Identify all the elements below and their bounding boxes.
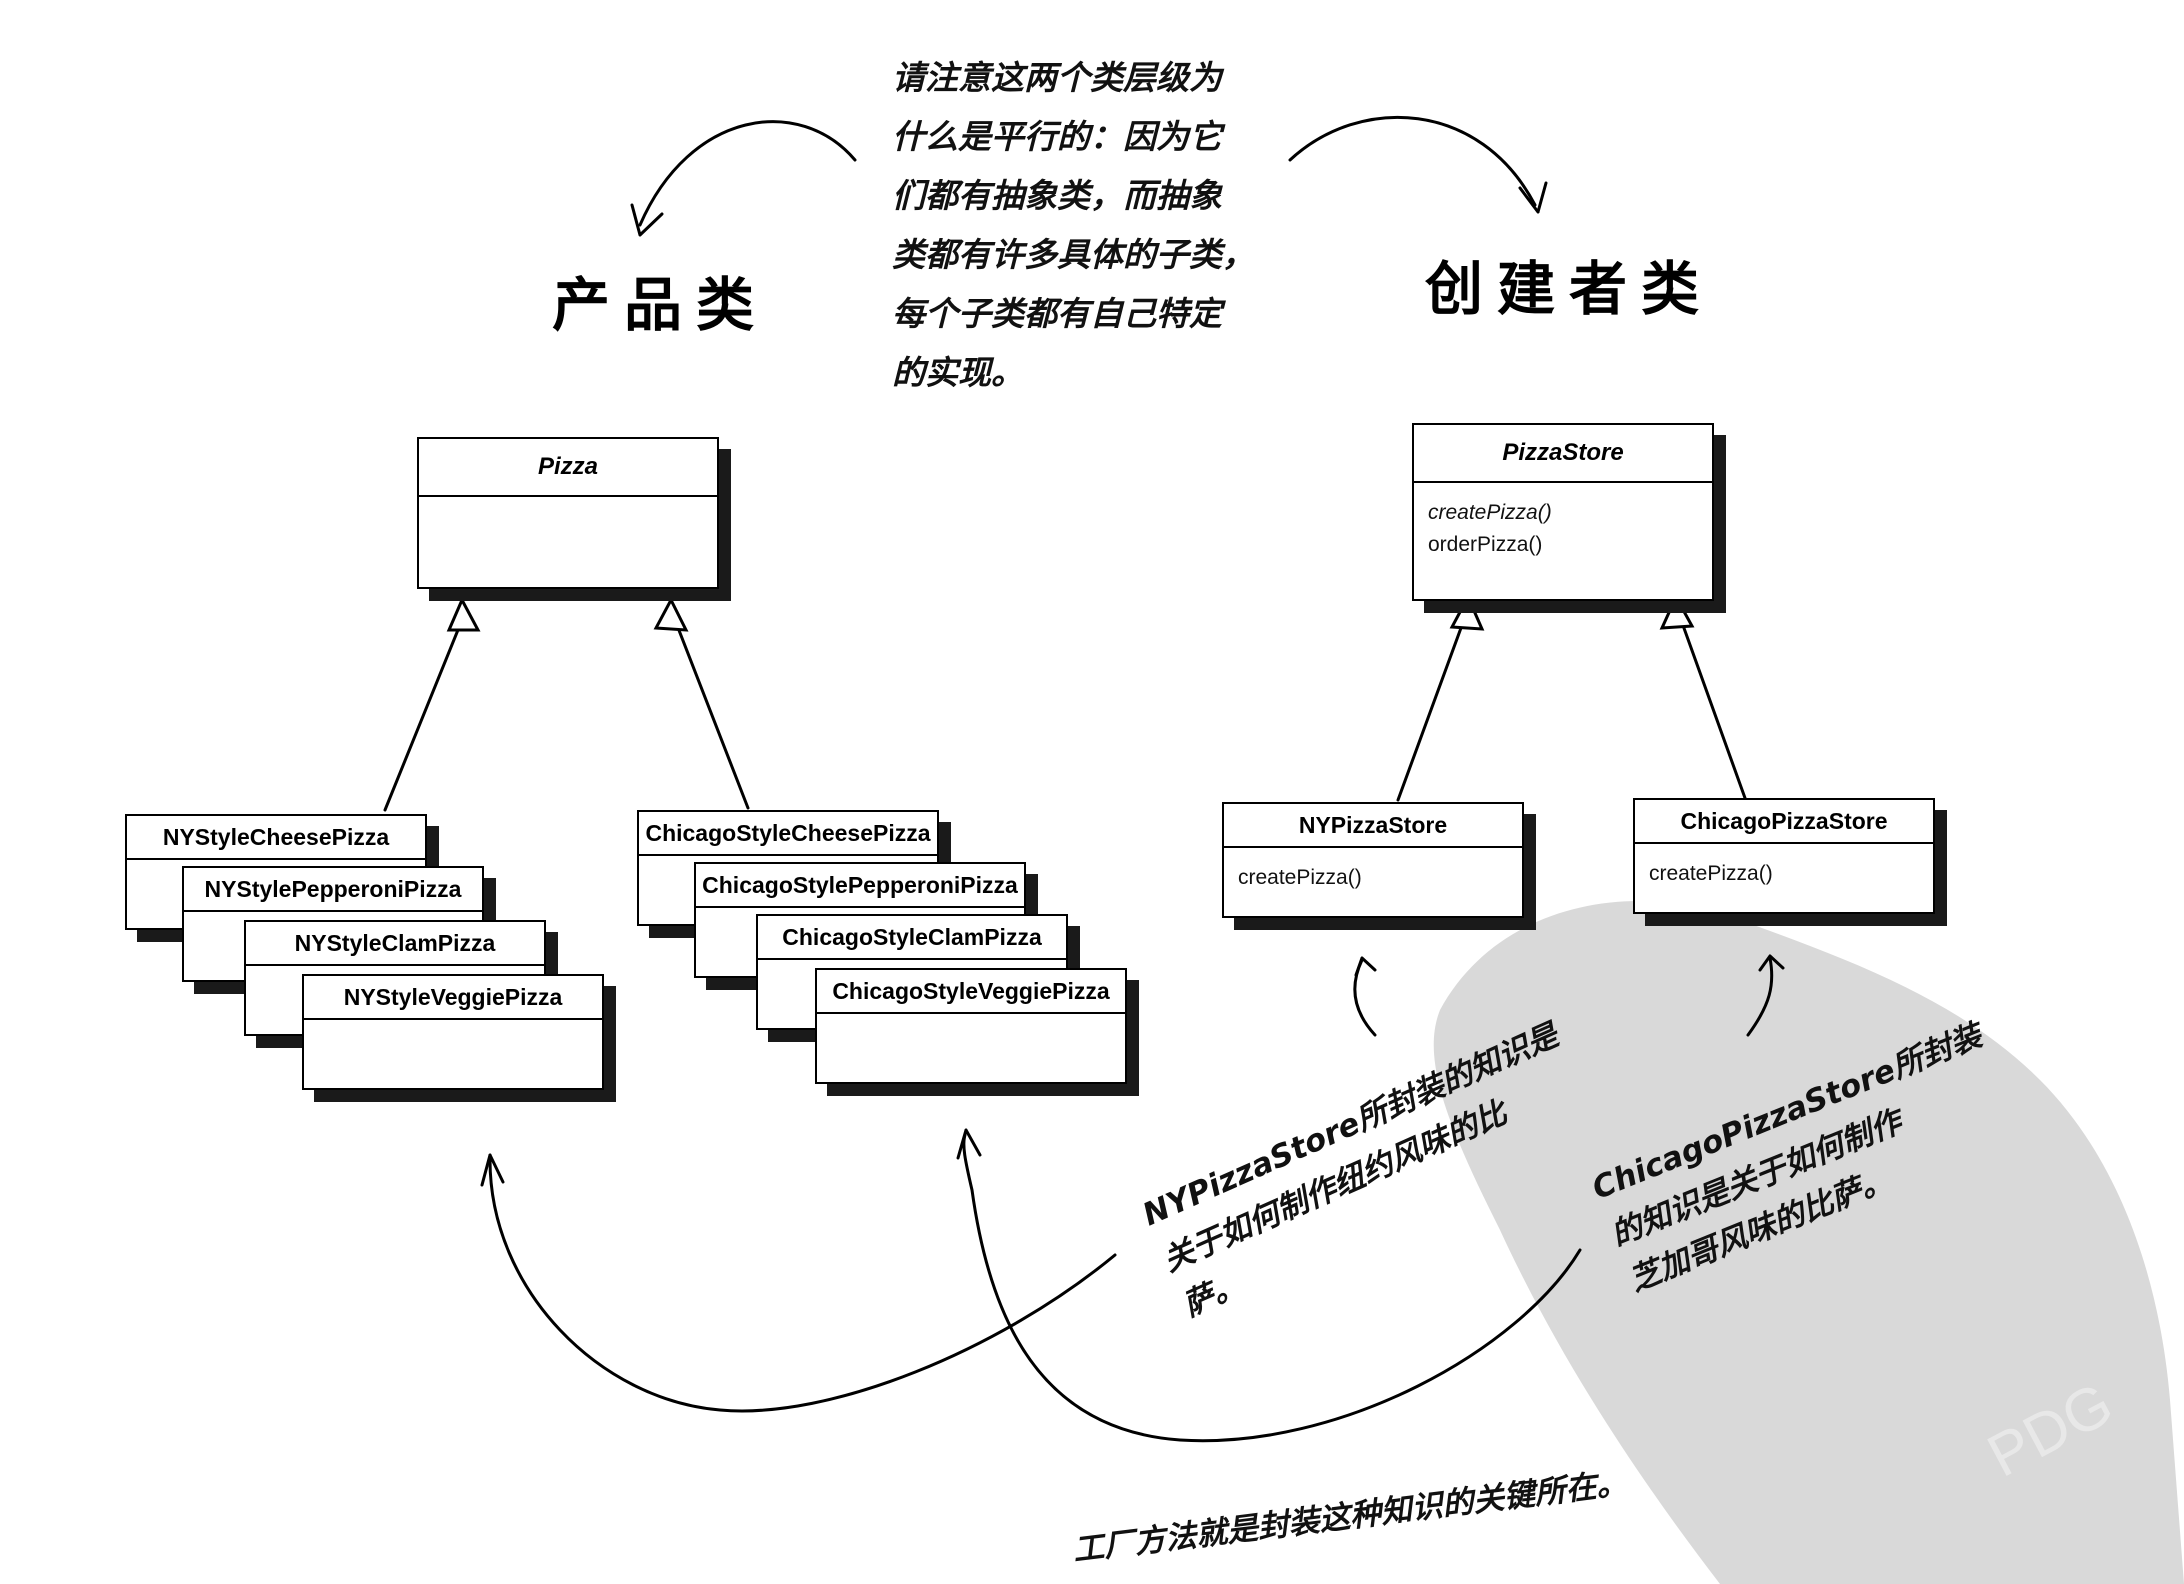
class-name: ChicagoStylePepperoniPizza	[696, 864, 1024, 908]
curl-arrow-left	[638, 120, 857, 227]
gen-arrowhead-ny-store	[1449, 593, 1485, 631]
class-name: NYStylePepperoniPizza	[184, 868, 482, 912]
class-name: NYStyleCheesePizza	[127, 816, 425, 860]
class-name: NYStyleVeggiePizza	[304, 976, 602, 1020]
pizzastore-methods: createPizza() orderPizza()	[1414, 483, 1712, 575]
curl-arrow-left-head	[630, 203, 664, 237]
class-name: ChicagoStyleVeggiePizza	[817, 970, 1125, 1014]
uml-class-chicagopizzastore: ChicagoPizzaStore createPizza()	[1633, 798, 1935, 914]
top-note-line-3: 们都有抽象类，而抽象	[892, 176, 1222, 215]
uml-class-ny-veggie: NYStyleVeggiePizza	[302, 974, 604, 1090]
method-orderpizza: orderPizza()	[1428, 533, 1543, 556]
swoop-arrow-ny	[488, 1158, 1117, 1413]
gen-line-ny-store	[1396, 615, 1467, 802]
chicagopizzastore-methods: createPizza()	[1635, 844, 1933, 904]
pointer-ny-store-head	[1354, 956, 1377, 977]
pointer-chicago-store	[1746, 956, 1774, 1037]
top-note-line-2: 什么是平行的：因为它	[892, 117, 1222, 156]
gen-arrowhead-ny-pizza	[446, 596, 481, 632]
gen-arrowhead-chicago-pizza	[653, 596, 689, 632]
uml-class-chicago-veggie: ChicagoStyleVeggiePizza	[815, 968, 1127, 1084]
class-name: ChicagoStyleClamPizza	[758, 916, 1066, 960]
gen-line-chicago-store	[1678, 615, 1747, 800]
method-createpizza: createPizza()	[1649, 862, 1773, 885]
method-createpizza: createPizza()	[1238, 866, 1362, 889]
watermark-seal	[1433, 900, 2184, 1584]
heading-creator: 创建者类	[1425, 255, 1714, 323]
class-name-pizzastore: PizzaStore	[1414, 425, 1712, 483]
nypizzastore-methods: createPizza()	[1224, 848, 1522, 908]
class-name: NYStyleClamPizza	[246, 922, 544, 966]
gen-arrowhead-chicago-store	[1659, 593, 1695, 630]
top-note: 请注意这两个类层级为 什么是平行的：因为它 们都有抽象类，而抽象 类都有许多具体…	[892, 48, 1255, 402]
swoop-arrow-chicago-head	[956, 1128, 982, 1160]
class-name-chicagopizzastore: ChicagoPizzaStore	[1635, 800, 1933, 844]
uml-class-pizzastore: PizzaStore createPizza() orderPizza()	[1412, 423, 1714, 601]
swoop-arrow-chicago	[962, 1133, 1582, 1443]
swoop-arrow-ny-head	[480, 1153, 505, 1187]
method-createpizza: createPizza()	[1428, 501, 1552, 524]
class-name-nypizzastore: NYPizzaStore	[1224, 804, 1522, 848]
heading-product: 产品类	[552, 271, 769, 339]
top-note-line-1: 请注意这两个类层级为	[892, 58, 1222, 97]
curl-arrow-right-head	[1518, 181, 1548, 214]
uml-class-pizza: Pizza	[417, 437, 719, 589]
pointer-chicago-store-head	[1758, 954, 1785, 972]
top-note-line-6: 的实现。	[892, 353, 1024, 392]
class-name: ChicagoStyleCheesePizza	[639, 812, 937, 856]
top-note-line-5: 每个子类都有自己特定	[892, 294, 1222, 333]
top-note-line-4: 类都有许多具体的子类，	[892, 235, 1255, 274]
gen-line-ny-pizza	[383, 618, 464, 812]
curl-arrow-right	[1288, 115, 1537, 207]
uml-class-nypizzastore: NYPizzaStore createPizza()	[1222, 802, 1524, 918]
class-name-pizza: Pizza	[419, 439, 717, 497]
gen-line-chicago-pizza	[673, 618, 750, 810]
